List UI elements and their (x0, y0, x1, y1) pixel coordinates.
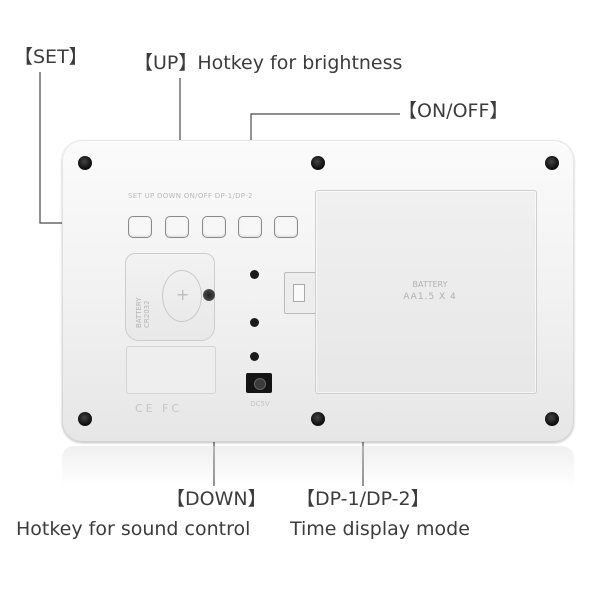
callout-up: 【UP】Hotkey for brightness (134, 52, 403, 74)
set-button[interactable] (128, 216, 152, 238)
button-labels-embossed: SET UP DOWN ON/OFF DP-1/DP-2 (128, 192, 253, 200)
clip-latch (293, 284, 305, 302)
cover-screw-icon (203, 289, 215, 301)
screw-hole-bottom-right (545, 412, 559, 426)
screw-hole-top-left (78, 156, 92, 170)
callout-down-desc: Hotkey for sound control (16, 518, 251, 540)
callout-dp: 【DP-1/DP-2】 (296, 488, 430, 510)
callout-down: 【DOWN】 (166, 488, 267, 510)
battery-compartment-cover[interactable] (315, 190, 537, 394)
label-plate (126, 346, 216, 394)
speaker-hole (250, 352, 259, 361)
screw-hole-bottom-center (311, 412, 325, 426)
callout-on-off: 【ON/OFF】 (398, 100, 509, 122)
callout-dp-desc: Time display mode (290, 518, 470, 540)
plus-symbol-icon (162, 270, 202, 322)
dc-power-jack[interactable] (246, 373, 272, 393)
battery-cover-text: BATTERY AA1.5 X 4 (395, 279, 465, 303)
speaker-hole (250, 270, 259, 279)
callout-set: 【SET】 (14, 46, 88, 68)
screw-hole-top-right (545, 156, 559, 170)
on-off-button[interactable] (238, 216, 262, 238)
battery-cover-line2: AA1.5 X 4 (403, 292, 457, 302)
device-reflection (62, 446, 574, 486)
down-button[interactable] (202, 216, 226, 238)
dp-button[interactable] (274, 216, 298, 238)
screw-hole-top-center (311, 156, 325, 170)
screw-hole-bottom-left (78, 412, 92, 426)
battery-cover-line1: BATTERY (412, 280, 448, 289)
coin-battery-label: BATTERY CR2032 (135, 297, 151, 328)
speaker-hole (250, 318, 259, 327)
dc-power-label: DC5V (250, 400, 270, 408)
up-button[interactable] (165, 216, 189, 238)
certification-marks: CE FC (135, 402, 183, 415)
